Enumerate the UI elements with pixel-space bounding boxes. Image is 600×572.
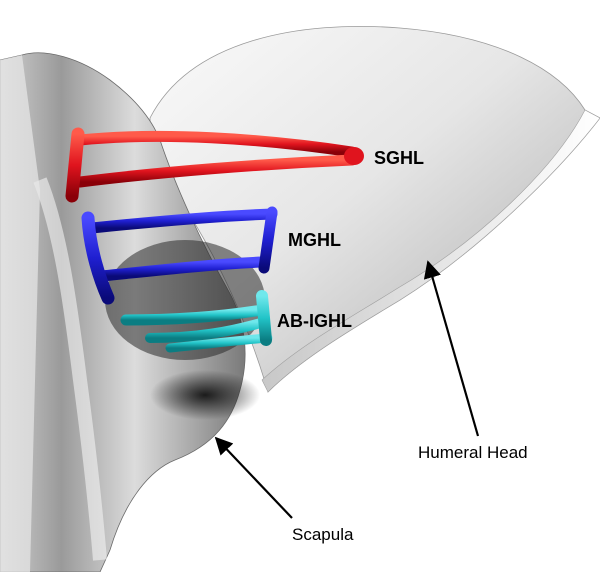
mghl-label: MGHL [288,230,341,250]
abighl-label: AB-IGHL [277,311,352,331]
sghl-label: SGHL [374,148,424,168]
scapula-label: Scapula [292,525,354,544]
scapula-arrow [214,436,293,519]
mghl-ligament [81,206,278,305]
abighl-ligament [120,290,273,353]
humeral-head-label: Humeral Head [418,443,528,462]
humeral-head-arrow [423,260,480,437]
scapula-shape [0,52,265,572]
sghl-ligament [65,127,364,203]
